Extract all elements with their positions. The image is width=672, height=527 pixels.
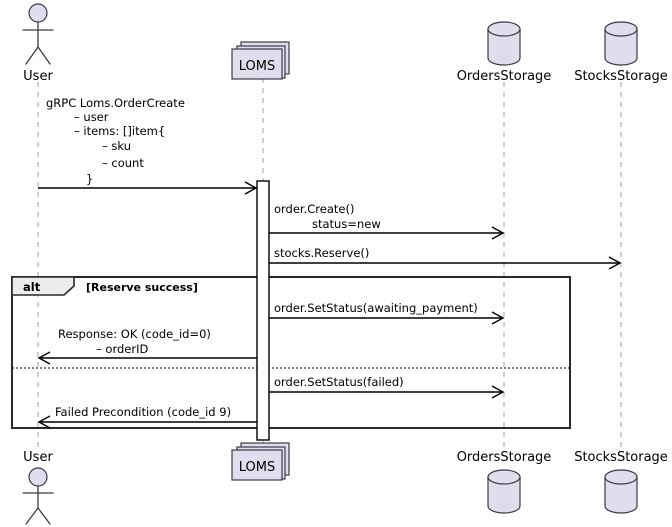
message-response-ok[interactable]: Response: OK (code_id=0) – orderID (37, 327, 257, 365)
actor-leg-right-icon (37, 46, 51, 65)
participant-label-loms: LOMS (239, 59, 275, 74)
database-cylinder-top-icon (487, 469, 521, 485)
database-cylinder-top-icon (604, 469, 638, 485)
participant-foot-loms[interactable]: LOMS (231, 442, 290, 481)
message-order-setstatus-awaiting-payment[interactable]: order.SetStatus(awaiting_payment) (269, 301, 505, 325)
message-label-line-0: order.Create() (274, 202, 354, 216)
fragment-operator-label: alt (23, 280, 41, 294)
participant-label-orders-storage-bottom: OrdersStorage (457, 450, 552, 465)
arrow-head-icon (491, 385, 505, 399)
message-label-line-0: stocks.Reserve() (274, 246, 369, 260)
arrow-head-icon (491, 226, 505, 240)
message-label-line-4: – count (102, 156, 144, 170)
message-label-line-2: – items: []item{ (74, 124, 165, 138)
message-failed-precondition[interactable]: Failed Precondition (code_id 9) (37, 405, 257, 429)
participant-label-loms-bottom: LOMS (239, 460, 275, 475)
actor-leg-right-icon (37, 507, 51, 525)
message-label-line-0: order.SetStatus(awaiting_payment) (274, 301, 478, 315)
message-stocks-reserve[interactable]: stocks.Reserve() (269, 246, 622, 270)
message-label-line-0: order.SetStatus(failed) (274, 375, 404, 389)
participant-head-orders-storage[interactable]: OrdersStorage (457, 21, 552, 84)
participant-label-stocks-storage: StocksStorage (574, 69, 668, 84)
message-label-line-0: gRPC Loms.OrderCreate (46, 96, 185, 110)
fragment-border (11, 276, 571, 429)
actor-leg-left-icon (25, 507, 39, 525)
participant-label-user: User (23, 69, 53, 84)
arrow-head-icon (37, 415, 51, 429)
message-order-create[interactable]: order.Create() status=new (269, 202, 505, 240)
actor-head-icon (28, 3, 48, 23)
arrow-head-icon (608, 256, 622, 270)
actor-head-icon (28, 467, 48, 487)
database-cylinder-body-icon (604, 476, 638, 514)
database-cylinder-top-icon (487, 21, 521, 37)
fragment-guard-label: [Reserve success] (86, 281, 198, 294)
database-cylinder-body-icon (487, 476, 521, 514)
stacked-box-front-icon (231, 449, 283, 481)
lifelines-group (37, 78, 622, 448)
participant-foot-orders-storage[interactable]: OrdersStorage (457, 450, 552, 514)
arrow-head-icon (244, 181, 258, 195)
combined-fragment-alt[interactable]: alt [Reserve success] (11, 276, 571, 429)
participant-label-user-bottom: User (23, 450, 53, 465)
participant-foot-stocks-storage[interactable]: StocksStorage (574, 450, 668, 514)
message-grpc-order-create[interactable]: gRPC Loms.OrderCreate – user – items: []… (38, 96, 258, 195)
participant-foot-user[interactable]: User (22, 450, 54, 525)
participant-head-user[interactable]: User (22, 3, 54, 84)
message-order-setstatus-failed[interactable]: order.SetStatus(failed) (269, 375, 505, 399)
message-label-line-0: Response: OK (code_id=0) (58, 327, 211, 341)
arrow-head-icon (491, 311, 505, 325)
actor-leg-left-icon (25, 46, 39, 65)
message-label-line-3: – sku (102, 139, 131, 153)
message-label-line-5: } (86, 172, 93, 186)
database-cylinder-top-icon (604, 21, 638, 37)
arrow-head-icon (37, 351, 51, 365)
database-cylinder-body-icon (604, 28, 638, 66)
database-cylinder-body-icon (487, 28, 521, 66)
message-label-line-1: – user (74, 110, 109, 124)
message-label-line-1: – orderID (96, 342, 148, 356)
stacked-box-front-icon (231, 48, 283, 80)
fragment-operator-tab (11, 276, 75, 296)
participant-head-loms[interactable]: LOMS (231, 41, 290, 80)
message-label-line-0: Failed Precondition (code_id 9) (55, 405, 231, 419)
participant-label-orders-storage: OrdersStorage (457, 69, 552, 84)
activation-bar-loms (256, 180, 270, 441)
participant-head-stocks-storage[interactable]: StocksStorage (574, 21, 668, 84)
message-label-line-1: status=new (312, 217, 381, 231)
participant-label-stocks-storage-bottom: StocksStorage (574, 450, 668, 465)
